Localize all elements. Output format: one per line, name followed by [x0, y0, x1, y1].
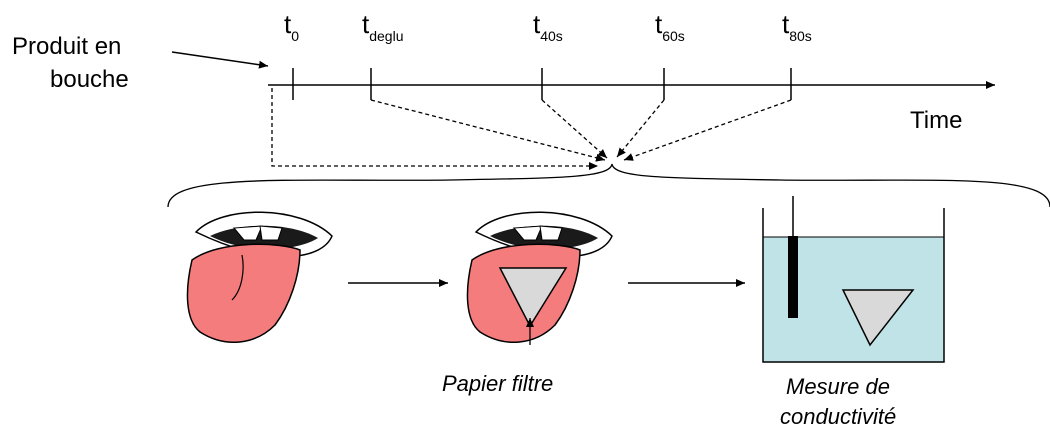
- caption-filter-paper: Papier filtre: [442, 371, 553, 396]
- tick-tdeglu: tdeglu: [362, 9, 404, 100]
- tick-t40s-main: t: [533, 9, 541, 39]
- conductivity-probe: [788, 236, 798, 318]
- tick-t80s: t80s: [782, 9, 812, 100]
- tick-t60s: t60s: [655, 9, 685, 100]
- sampling-arrows: [271, 88, 792, 170]
- filter-paper-in-mouth: [498, 267, 568, 328]
- conductivity-beaker: [762, 196, 945, 363]
- tick-t60s-main: t: [655, 9, 663, 39]
- intro-label-line2: bouche: [50, 66, 129, 93]
- tick-t80s-sub: 80s: [789, 28, 812, 44]
- tick-tdeglu-sub: deglu: [369, 28, 403, 44]
- svg-text:t0: t0: [284, 9, 299, 44]
- tick-t0-sub: 0: [291, 28, 299, 44]
- tick-t0: t0: [284, 9, 299, 100]
- tick-t40s: t40s: [533, 9, 563, 100]
- mouth-filter-illustration: [466, 211, 613, 345]
- svg-text:t80s: t80s: [782, 9, 812, 44]
- tick-t40s-sub: 40s: [540, 28, 563, 44]
- tick-t80s-main: t: [782, 9, 790, 39]
- mouth-tongue-illustration: [186, 211, 333, 343]
- intro-label-line1: Produit en: [12, 33, 121, 60]
- svg-text:t40s: t40s: [533, 9, 563, 44]
- svg-text:tdeglu: tdeglu: [362, 9, 404, 44]
- curly-brace: [167, 163, 1050, 208]
- tick-t60s-sub: 60s: [662, 28, 685, 44]
- time-axis-label: Time: [910, 107, 962, 134]
- caption-measure-line1: Mesure de: [786, 374, 890, 399]
- filter-paper-in-beaker: [841, 289, 915, 347]
- svg-text:t60s: t60s: [655, 9, 685, 44]
- tick-tdeglu-main: t: [362, 9, 370, 39]
- caption-measure-line2: conductivité: [780, 404, 896, 429]
- tick-t0-main: t: [284, 9, 292, 39]
- intro-arrow: [171, 51, 269, 69]
